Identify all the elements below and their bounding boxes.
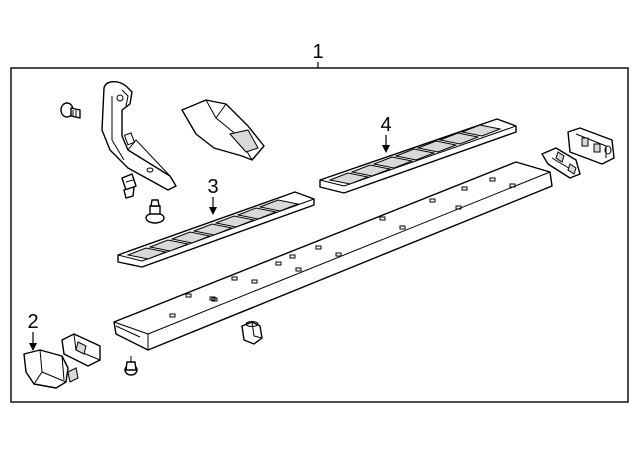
assembly-frame xyxy=(10,67,629,403)
running-board-rail xyxy=(113,161,553,351)
callout-3-arrow xyxy=(209,197,217,215)
callout-2-arrow xyxy=(29,332,37,351)
step-pad-3-treads xyxy=(126,199,300,260)
end-cap-top xyxy=(181,99,265,161)
rear-clip xyxy=(541,147,581,179)
clip-bolt xyxy=(121,173,137,199)
callout-2: 2 xyxy=(27,311,38,333)
push-pin-fastener xyxy=(145,199,165,224)
step-pad-4-treads xyxy=(328,124,502,185)
front-mounting-bracket xyxy=(101,81,177,191)
grommet-nut xyxy=(241,321,263,345)
fastener-bottom xyxy=(124,356,138,376)
callout-1: 1 xyxy=(312,41,323,63)
rear-bracket xyxy=(567,127,615,165)
callout-4: 4 xyxy=(380,114,391,136)
step-pad-4 xyxy=(319,118,517,194)
step-pad-3 xyxy=(117,191,315,268)
end-cap-2 xyxy=(23,349,69,389)
callout-4-arrow xyxy=(382,135,390,153)
bolt-small xyxy=(60,102,81,119)
rail-slots xyxy=(169,177,516,318)
callout-3: 3 xyxy=(207,176,218,198)
front-clip xyxy=(61,333,101,383)
